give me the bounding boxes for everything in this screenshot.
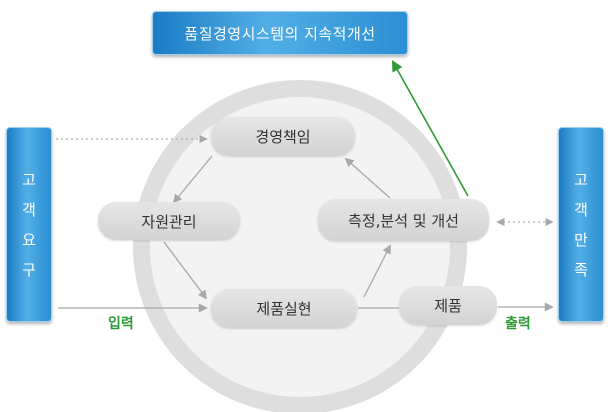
right-char-2: 객 — [574, 200, 588, 219]
node-measurement-label: 측정,분석 및 개선 — [348, 211, 459, 230]
right-char-4: 족 — [574, 260, 588, 279]
arrow-resource-realization — [163, 241, 208, 300]
arrow-measurement-management — [344, 157, 391, 199]
output-label: 출력 — [505, 316, 531, 332]
node-product-realization-label: 제품실현 — [256, 300, 312, 318]
node-resource-label: 자원관리 — [141, 212, 197, 231]
arrow-realization-measurement — [363, 244, 391, 298]
right-char-1: 고 — [574, 170, 588, 189]
left-char-2: 객 — [22, 200, 36, 219]
arrow-continual-improvement — [391, 60, 469, 197]
customer-requirement-box: 고 객 요 구 — [6, 127, 52, 322]
node-product: 제품 — [399, 286, 497, 325]
customer-satisfaction-box: 고 객 만 족 — [558, 127, 604, 322]
left-char-4: 구 — [22, 260, 36, 279]
node-product-label: 제품 — [434, 297, 462, 315]
node-management: 경영책임 — [211, 117, 355, 156]
left-char-1: 고 — [22, 170, 36, 189]
title-text: 품질경영시스템의 지속적개선 — [184, 24, 376, 43]
right-char-3: 만 — [574, 230, 588, 249]
title-banner: 품질경영시스템의 지속적개선 — [152, 11, 408, 55]
node-measurement: 측정,분석 및 개선 — [318, 199, 489, 241]
left-char-3: 요 — [22, 230, 36, 249]
node-management-label: 경영책임 — [255, 128, 311, 146]
arrow-management-resource — [172, 155, 213, 204]
node-product-realization: 제품실현 — [211, 289, 357, 328]
node-resource: 자원관리 — [98, 202, 240, 240]
input-label: 입력 — [108, 316, 134, 332]
